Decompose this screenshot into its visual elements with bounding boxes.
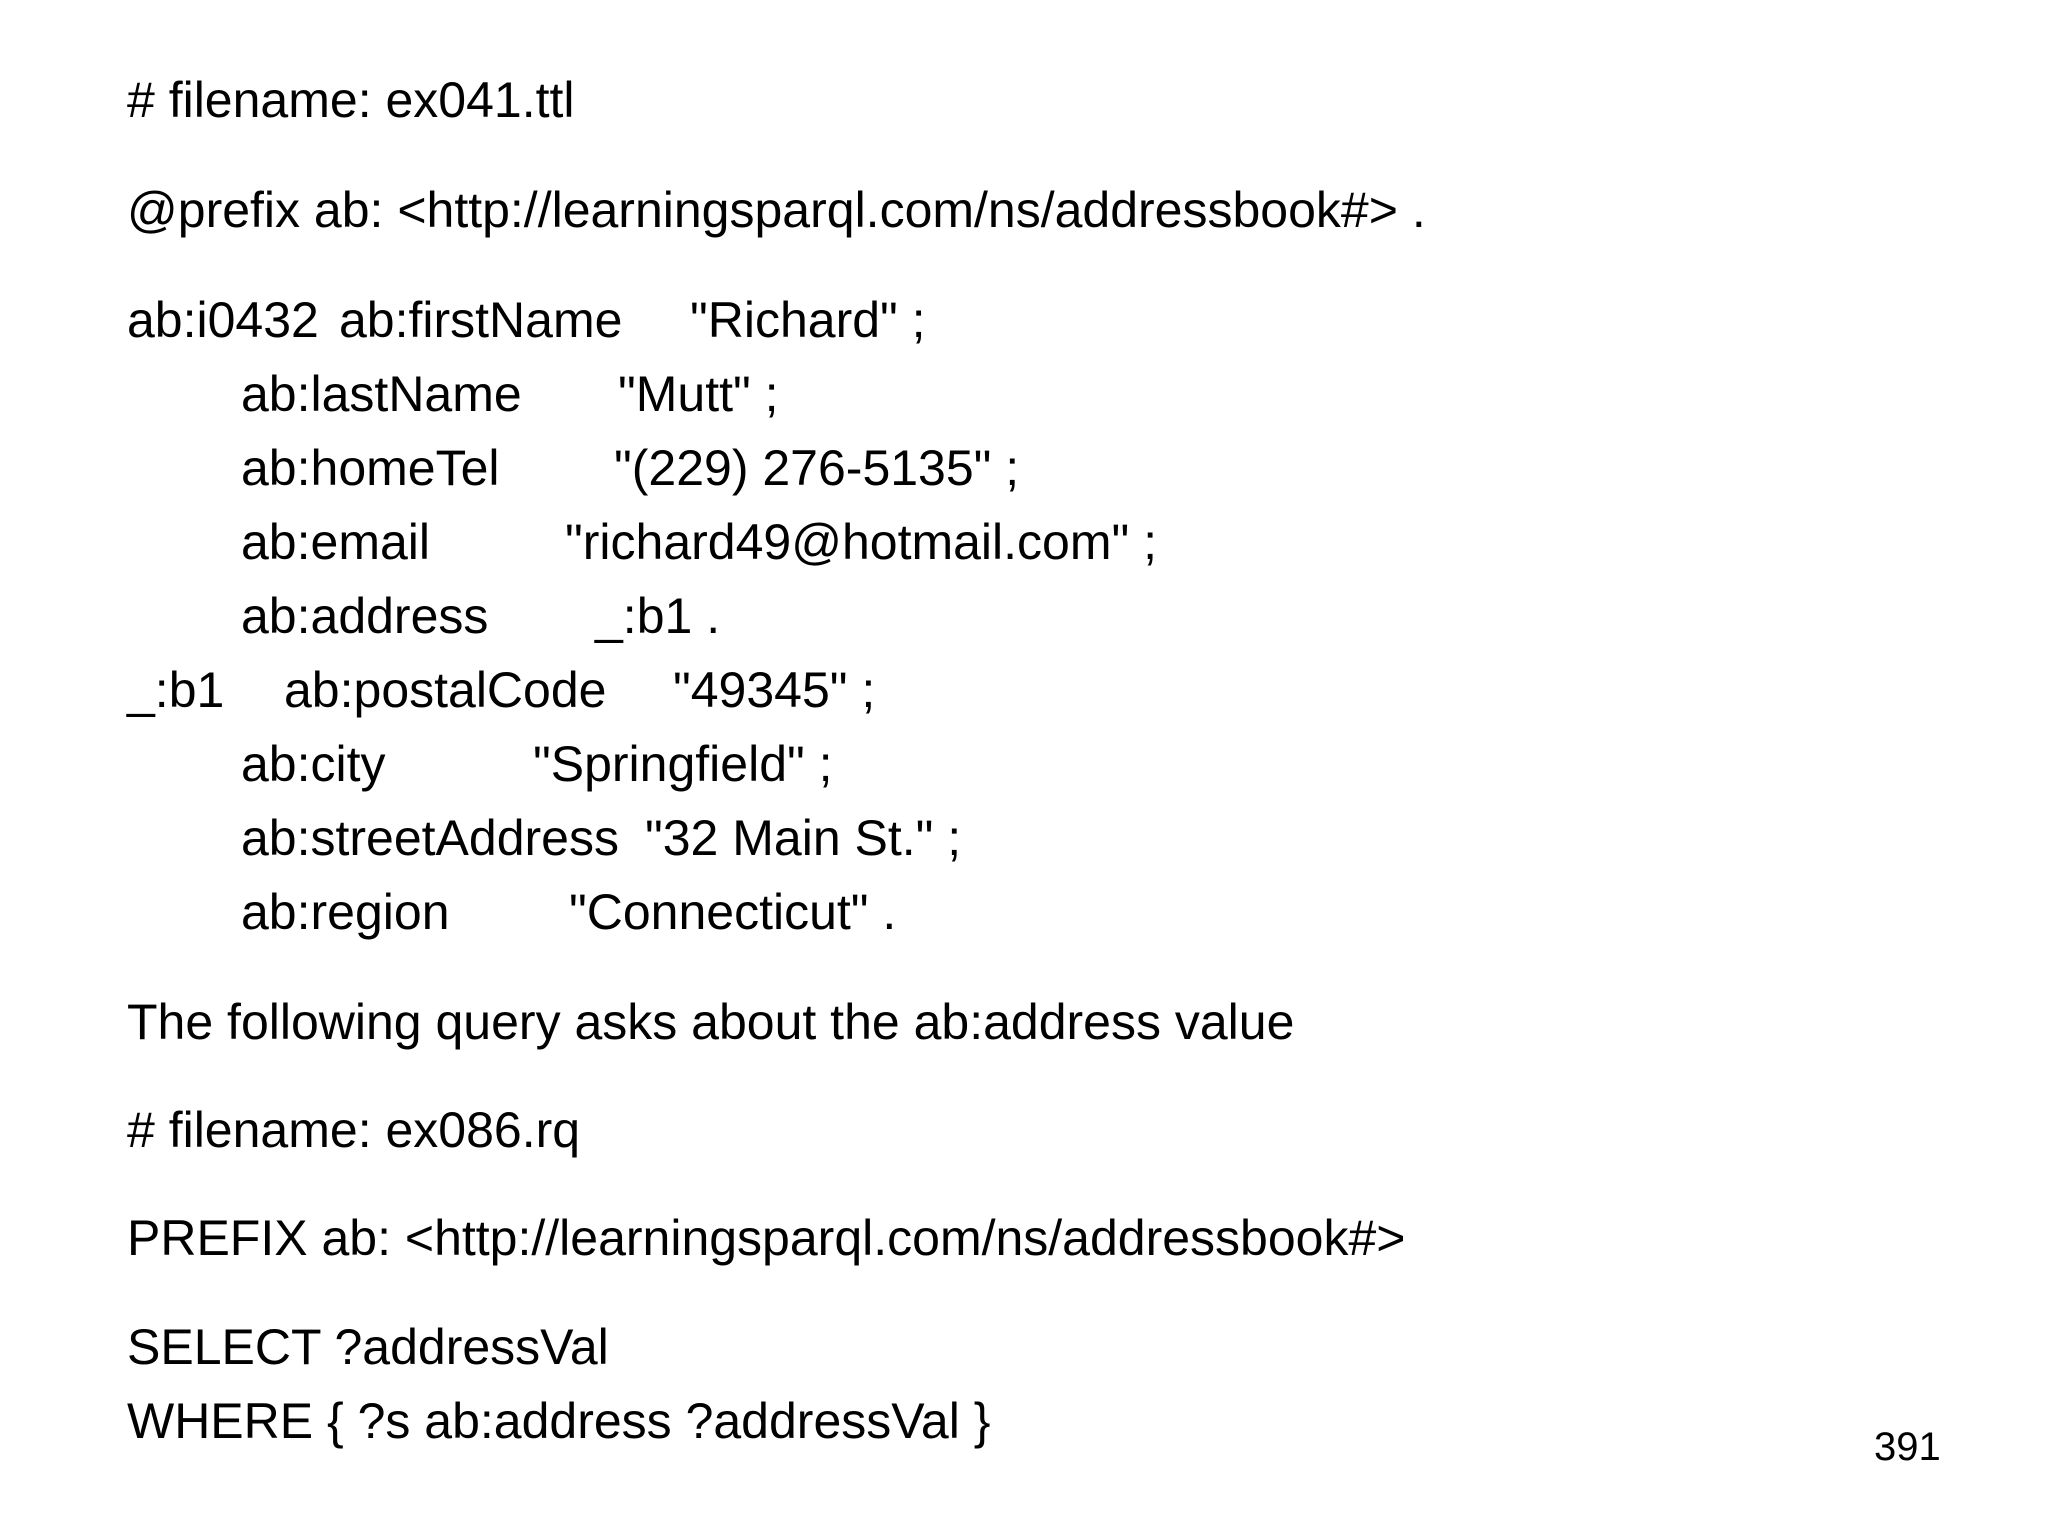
triple-object: "Mutt" ; — [618, 366, 779, 422]
triple-object: "32 Main St." ; — [645, 810, 962, 866]
query-where-line: WHERE { ?s ab:address ?addressVal } — [127, 1393, 991, 1449]
triple-object: "Richard" ; — [690, 292, 926, 348]
triple-subject: _:b1 — [127, 662, 225, 718]
explanation-text: The following query asks about the ab:ad… — [127, 994, 1295, 1050]
triple-predicate: ab:lastName — [241, 366, 522, 422]
triple-predicate: ab:address — [241, 588, 489, 644]
triple-object: "49345" ; — [673, 662, 876, 718]
triple-line: ab:city "Springfield" ; — [0, 734, 2048, 974]
triple-object: "(229) 276-5135" ; — [614, 440, 1020, 496]
triple-line: ab:region "Connecticut" . — [0, 882, 2048, 1122]
triple-object: "richard49@hotmail.com" ; — [565, 514, 1158, 570]
triple-object: "Springfield" ; — [533, 736, 833, 792]
query-filename-comment: # filename: ex086.rq — [127, 1102, 581, 1158]
triple-predicate: ab:region — [241, 884, 450, 940]
triple-predicate: ab:postalCode — [284, 662, 607, 718]
triple-line: ab:lastName "Mutt" ; — [0, 364, 2048, 604]
triple-predicate: ab:homeTel — [241, 440, 500, 496]
triple-line: ab:address _:b1 . — [0, 586, 2048, 826]
triple-line: ab:homeTel "(229) 276-5135" ; — [0, 438, 2048, 678]
page-number: 391 — [1874, 1425, 1941, 1469]
triple-object: _:b1 . — [595, 588, 721, 644]
triple-predicate: ab:city — [241, 736, 386, 792]
query-select-line: SELECT ?addressVal — [127, 1319, 609, 1375]
triple-line: ab:email "richard49@hotmail.com" ; — [0, 512, 2048, 752]
triple-subject: ab:i0432 — [127, 292, 319, 348]
triple-predicate: ab:email — [241, 514, 430, 570]
turtle-prefix-line: @prefix ab: <http://learningsparql.com/n… — [127, 182, 1426, 238]
triple-line: _:b1 ab:postalCode "49345" ; — [0, 660, 2048, 960]
triple-object: "Connecticut" . — [569, 884, 897, 940]
triple-predicate: ab:firstName — [339, 292, 623, 348]
query-prefix-line: PREFIX ab: <http://learningsparql.com/ns… — [127, 1210, 1406, 1266]
triple-line: ab:streetAddress "32 Main St." ; — [0, 808, 2048, 1048]
triple-line: ab:i0432 ab:firstName "Richard" ; — [0, 290, 2048, 590]
triple-predicate: ab:streetAddress — [241, 810, 619, 866]
turtle-filename-comment: # filename: ex041.ttl — [127, 72, 575, 128]
